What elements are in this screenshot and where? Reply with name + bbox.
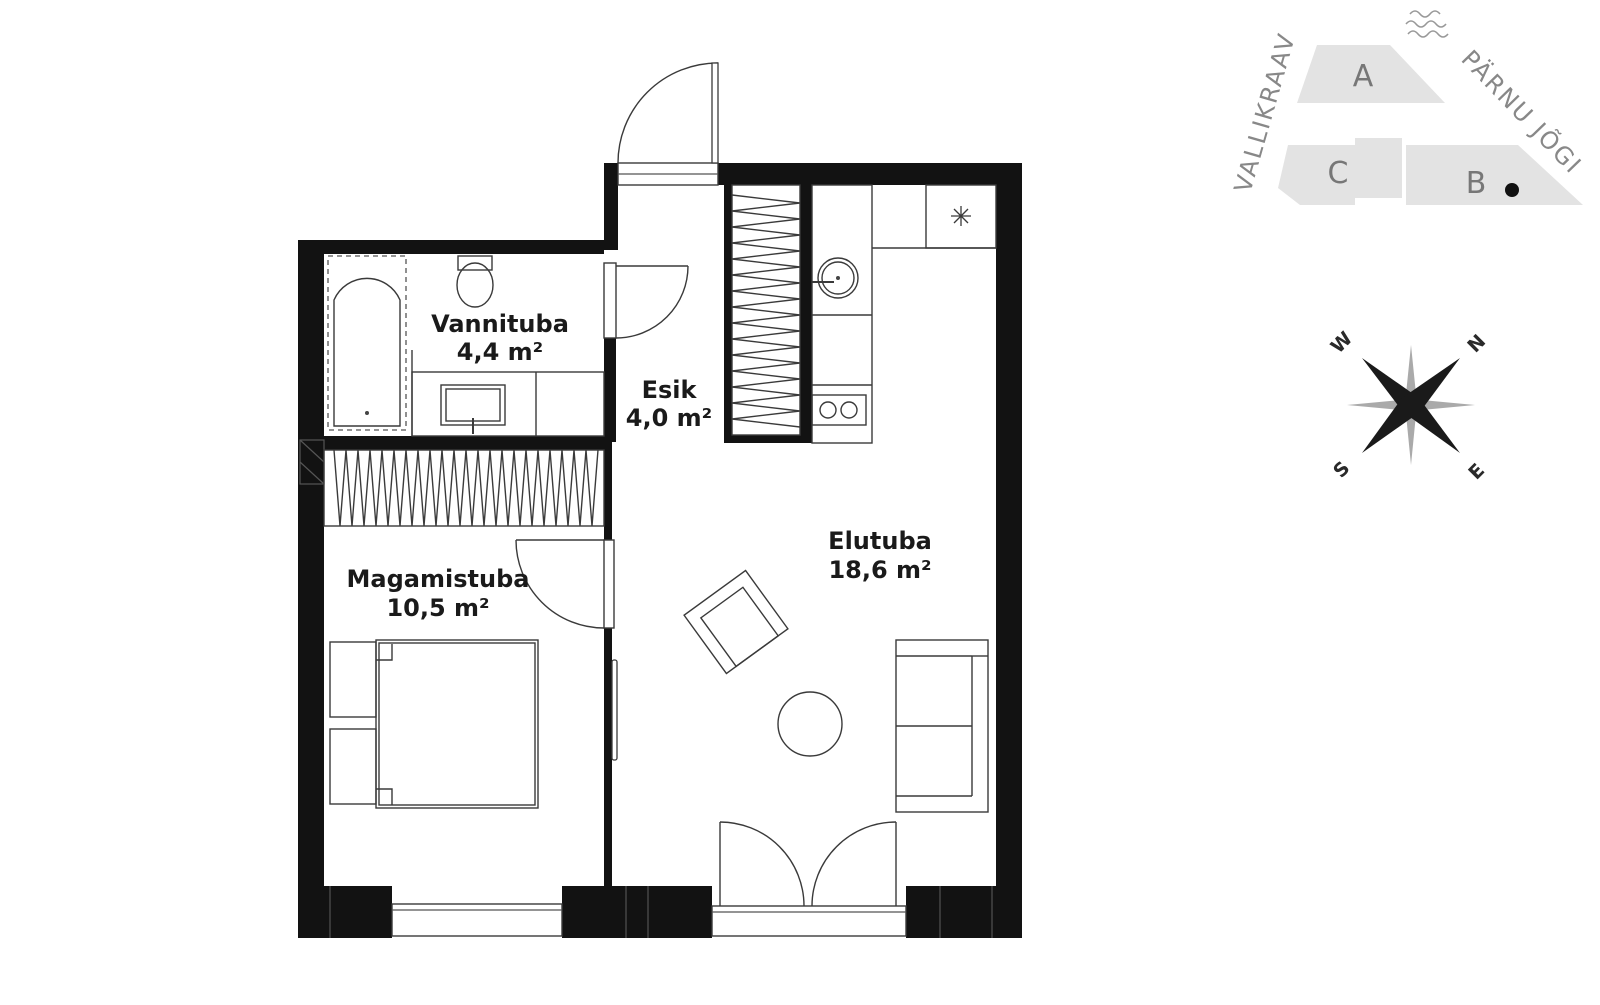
wall-partition-mid [604,440,612,540]
bed [329,639,539,809]
wall-bottom-2 [562,886,712,938]
building-label-b: B [1466,166,1487,201]
wall-top [718,163,1022,185]
wall-entry-left [604,163,618,250]
fridge [925,184,997,249]
doors [515,62,897,907]
wall-right [996,163,1022,938]
site-map: A C B VALLIKRAAV PÄRNU JÕGI [1229,10,1589,205]
room-area-esik: 4,0 m² [626,404,712,432]
compass-s: S [1329,457,1354,482]
wall-bath-bedroom [324,436,608,450]
wall-partition-upper [604,338,616,442]
compass-e: E [1464,459,1489,484]
compass-n: N [1463,330,1490,357]
kitchen-sink [817,257,859,299]
wall-bottom-1 [298,886,392,938]
room-area-vannituba: 4,4 m² [457,338,543,366]
building-c [1278,138,1402,205]
room-name-esik: Esik [642,376,698,404]
bathroom-door [603,262,689,339]
balcony-doors [719,821,897,907]
wardrobe-hall [731,184,801,436]
wardrobe-bedroom [323,449,605,527]
room-area-magamistuba: 10,5 m² [386,594,489,622]
windows [391,903,907,937]
wall-partition-lower [604,628,612,886]
window-bedroom [391,903,563,937]
wall-joints [299,439,993,938]
wall-closet-right [800,185,812,443]
walls [298,163,1022,938]
window-living [711,905,907,937]
room-name-vannituba: Vannituba [431,310,569,338]
river-waves-icon [1405,10,1449,38]
compass-rose-icon: W N S E [1327,328,1491,485]
room-name-magamistuba: Magamistuba [347,565,530,593]
sliding-door [611,659,618,761]
room-name-elutuba: Elutuba [828,527,932,555]
bath-vanity [411,350,605,437]
building-a [1297,45,1445,103]
wall-closet-bottom [724,435,812,443]
sofa [895,639,989,813]
room-area-elutuba: 18,6 m² [828,556,931,584]
compass-w: W [1327,328,1357,358]
cooktop [811,394,867,426]
building-label-a: A [1353,59,1374,94]
wall-bottom-3 [906,886,1022,938]
coffee-table [777,691,843,757]
kitchen [811,184,997,444]
entrance-door [617,62,719,186]
bedroom-door [515,539,615,629]
building-label-c: C [1328,156,1349,191]
wall-closet-left [724,185,732,443]
location-marker-icon [1505,183,1519,197]
bathtub [327,255,407,431]
toilet [456,255,494,308]
building-b [1406,145,1583,205]
armchair [683,569,789,675]
wall-bath-top [298,240,604,254]
wall-left [298,240,324,938]
fan-icon [951,206,971,226]
